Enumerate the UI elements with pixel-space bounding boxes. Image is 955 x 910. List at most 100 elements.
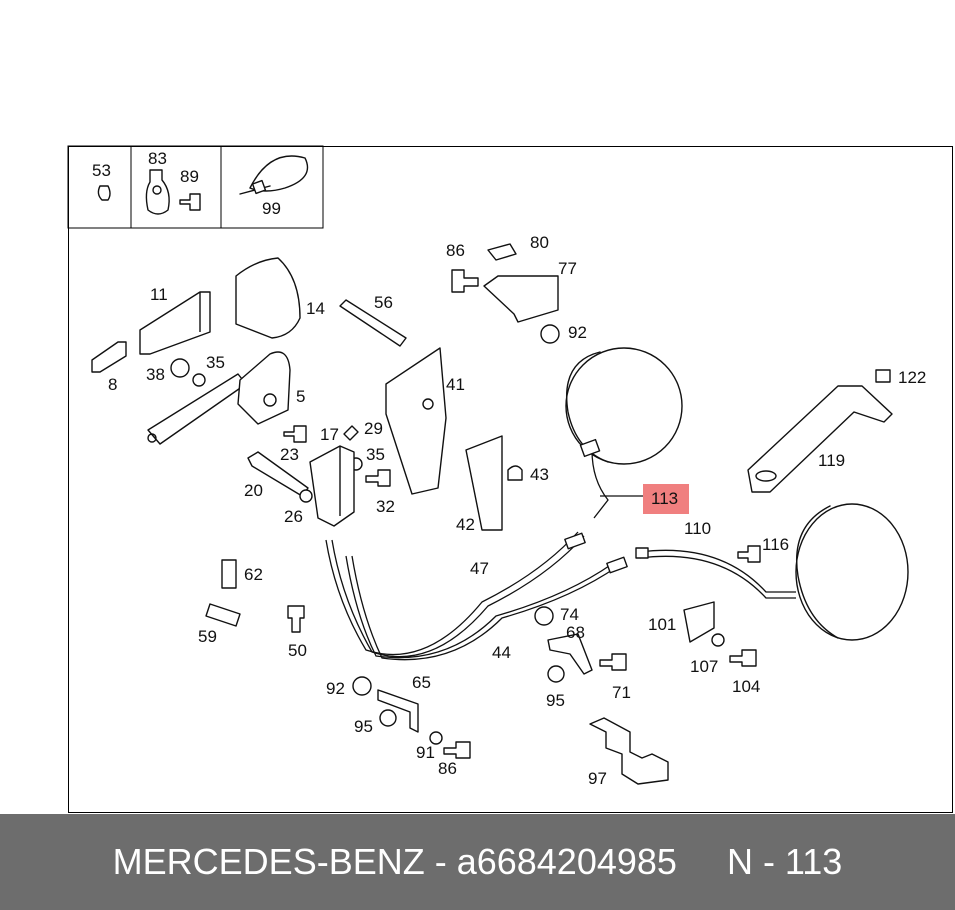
part-8-pad: [91, 341, 127, 373]
part-77-bracket: [483, 275, 559, 323]
callout-71: 71: [612, 683, 631, 702]
part-86a-bolt: [451, 269, 479, 293]
callout-116: 116: [762, 535, 789, 554]
callout-29: 29: [364, 419, 383, 438]
callout-44: 44: [492, 643, 511, 662]
part-113-cable: [591, 449, 609, 519]
part-95a-nut: [547, 665, 565, 683]
callout-89: 89: [180, 167, 199, 186]
callout-43: 43: [530, 465, 549, 484]
part-17-bracket: [309, 445, 355, 527]
part-101-plate: [683, 601, 715, 643]
part-26-washer: [299, 489, 313, 503]
callout-122: 122: [898, 368, 926, 387]
spare-wheel-lower: [795, 503, 909, 641]
callout-119: 119: [818, 451, 845, 470]
callout-50: 50: [288, 641, 307, 660]
callout-86b: 86: [438, 759, 457, 778]
part-56-rod: [339, 299, 407, 347]
callout-95a: 95: [546, 691, 565, 710]
callout-68: 68: [566, 623, 585, 642]
part-41-bracket: [385, 347, 447, 495]
footer-caption: MERCEDES-BENZ - a6684204985 N - 113: [112, 841, 843, 882]
callout-56: 56: [374, 293, 393, 312]
callout-47: 47: [470, 559, 489, 578]
callout-101: 101: [648, 615, 676, 634]
callout-110: 110: [684, 519, 711, 538]
part-38-nut: [170, 358, 190, 378]
part-122-bumper: [875, 369, 891, 383]
callout-42: 42: [456, 515, 475, 534]
diagram-frame: [68, 146, 953, 813]
callout-14: 14: [306, 299, 325, 318]
part-14-cover: [235, 257, 301, 339]
footer-bar: MERCEDES-BENZ - a6684204985 N - 113: [0, 814, 955, 910]
part-62-sleeve: [221, 559, 237, 589]
callout-41: 41: [446, 375, 465, 394]
callout-26: 26: [284, 507, 303, 526]
callout-107: 107: [690, 657, 718, 676]
part-71-bolt: [599, 653, 627, 671]
inset-boxes: [67, 145, 324, 229]
part-43-plug: [507, 465, 523, 481]
part-50-grommet: [287, 605, 305, 633]
callout-77: 77: [558, 259, 577, 278]
callout-20: 20: [244, 481, 263, 500]
callout-74: 74: [560, 605, 579, 624]
callout-95b: 95: [354, 717, 373, 736]
callout-8: 8: [108, 375, 117, 394]
part-83-clamp: [145, 169, 170, 215]
callout-17: 17: [320, 425, 339, 444]
callout-38: 38: [146, 365, 165, 384]
callout-59: 59: [198, 627, 217, 646]
part-29-clip: [343, 425, 359, 441]
part-116-bolt: [737, 545, 761, 563]
part-32-bolt: [365, 469, 391, 487]
callout-32: 32: [376, 497, 395, 516]
part-86b-bolt: [443, 741, 471, 759]
part-11-bracket: [139, 291, 211, 355]
part-89-bolt: [179, 193, 201, 211]
callout-53: 53: [92, 161, 111, 180]
part-68-bracket: [547, 633, 593, 675]
callout-104: 104: [732, 677, 760, 696]
callout-91: 91: [416, 743, 435, 762]
part-74-nut: [534, 606, 554, 626]
part-80-clip: [487, 243, 517, 261]
part-119-arm: [747, 385, 893, 493]
part-97-bracket: [589, 717, 669, 785]
part-23-bolt: [283, 425, 307, 443]
part-59-pin: [205, 603, 241, 627]
callout-113: 113: [651, 489, 678, 508]
callout-86a: 86: [446, 241, 465, 260]
part-95b-nut: [379, 709, 397, 727]
callout-113-highlight: [643, 484, 689, 514]
callout-11: 11: [150, 285, 168, 304]
callout-23: 23: [280, 445, 299, 464]
callout-80: 80: [530, 233, 549, 252]
part-104-bolt: [729, 649, 757, 667]
part-91-washer: [429, 731, 443, 745]
part-53-clip: [97, 185, 111, 201]
part-92a-nut: [540, 324, 560, 344]
callout-35a: 35: [206, 353, 225, 372]
callout-labels: 53 83 89 99 11 14 56 86 80 77 92 8 38 35…: [92, 149, 926, 788]
part-65-bracket: [377, 689, 419, 733]
callout-92b: 92: [326, 679, 345, 698]
callout-5: 5: [296, 387, 305, 406]
part-35-washer: [192, 373, 206, 387]
callout-83: 83: [148, 149, 167, 168]
callout-99: 99: [262, 199, 281, 218]
callout-65: 65: [412, 673, 431, 692]
part-92b-nut: [352, 676, 372, 696]
part-42-plate: [465, 435, 503, 531]
callout-92a: 92: [568, 323, 587, 342]
part-5-lever: [147, 351, 291, 445]
cables: [325, 531, 796, 661]
callout-62: 62: [244, 565, 263, 584]
callout-97: 97: [588, 769, 607, 788]
part-107-washer: [711, 633, 725, 647]
part-113-end: [579, 438, 601, 458]
part-99-cable-tie: [239, 155, 309, 195]
